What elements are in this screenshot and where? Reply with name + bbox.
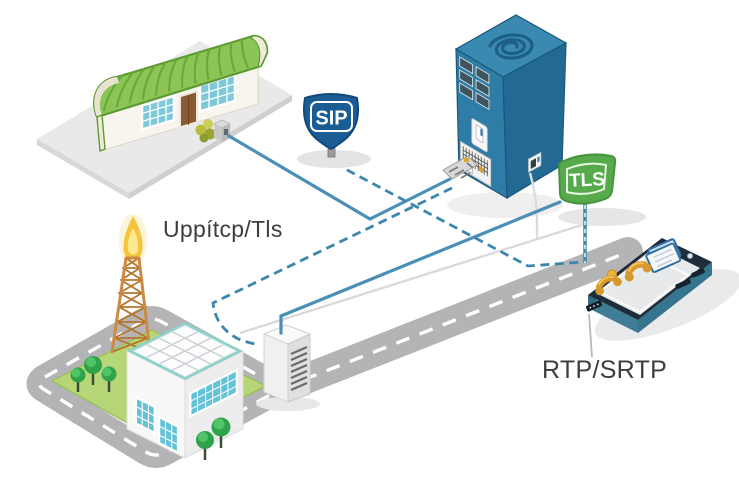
facility-window <box>134 395 180 455</box>
office-window <box>140 94 176 132</box>
dashed-link-sip-phone <box>333 161 584 268</box>
demarcation-box <box>195 119 231 143</box>
solid-link-office-server <box>227 134 452 221</box>
office-roof <box>93 34 269 152</box>
facility-window-band <box>189 368 238 419</box>
ribbon-connector <box>442 155 478 180</box>
sbc-server-tower <box>447 14 568 218</box>
label-leader-line <box>588 313 593 358</box>
sip-badge-label: SIP <box>315 108 347 130</box>
media-protocols-label: RTP/SRTP <box>542 356 668 384</box>
transport-protocols-label: Uppítcp/Tls <box>163 216 283 242</box>
sim-card-icon <box>645 238 682 274</box>
server-front-panels <box>459 56 492 188</box>
office-door <box>179 89 198 129</box>
spiral-vent-icon <box>488 33 534 60</box>
smartphone <box>585 238 739 341</box>
phone-port <box>585 300 603 312</box>
office-building <box>37 34 292 199</box>
phone-side-button <box>691 268 705 278</box>
phone-side-button <box>675 279 691 289</box>
radio-tower-flame <box>110 214 152 354</box>
handset-icon <box>624 261 652 282</box>
tls-badge-label: TLS <box>569 169 606 192</box>
dashed-link-server-cabinet <box>211 186 453 347</box>
solid-link-cabinet-server <box>279 200 562 335</box>
camera-icon <box>687 252 694 259</box>
telecom-facility-building <box>126 322 244 459</box>
trees <box>70 356 231 460</box>
gray-cable-link <box>239 222 586 335</box>
tree-icon <box>70 356 117 392</box>
server-port-cable <box>528 172 539 239</box>
network-links <box>211 134 586 347</box>
tree-icon <box>196 417 231 460</box>
road-centerline <box>37 317 278 457</box>
tls-protocol-badge: TLS <box>558 153 646 263</box>
handset-bell-icon <box>595 269 622 296</box>
facility-roof <box>127 322 243 380</box>
street-cabinet <box>256 324 320 411</box>
road-centerline <box>279 250 629 391</box>
server-side-port <box>528 151 542 173</box>
sip-protocol-badge: SIP <box>297 93 371 168</box>
